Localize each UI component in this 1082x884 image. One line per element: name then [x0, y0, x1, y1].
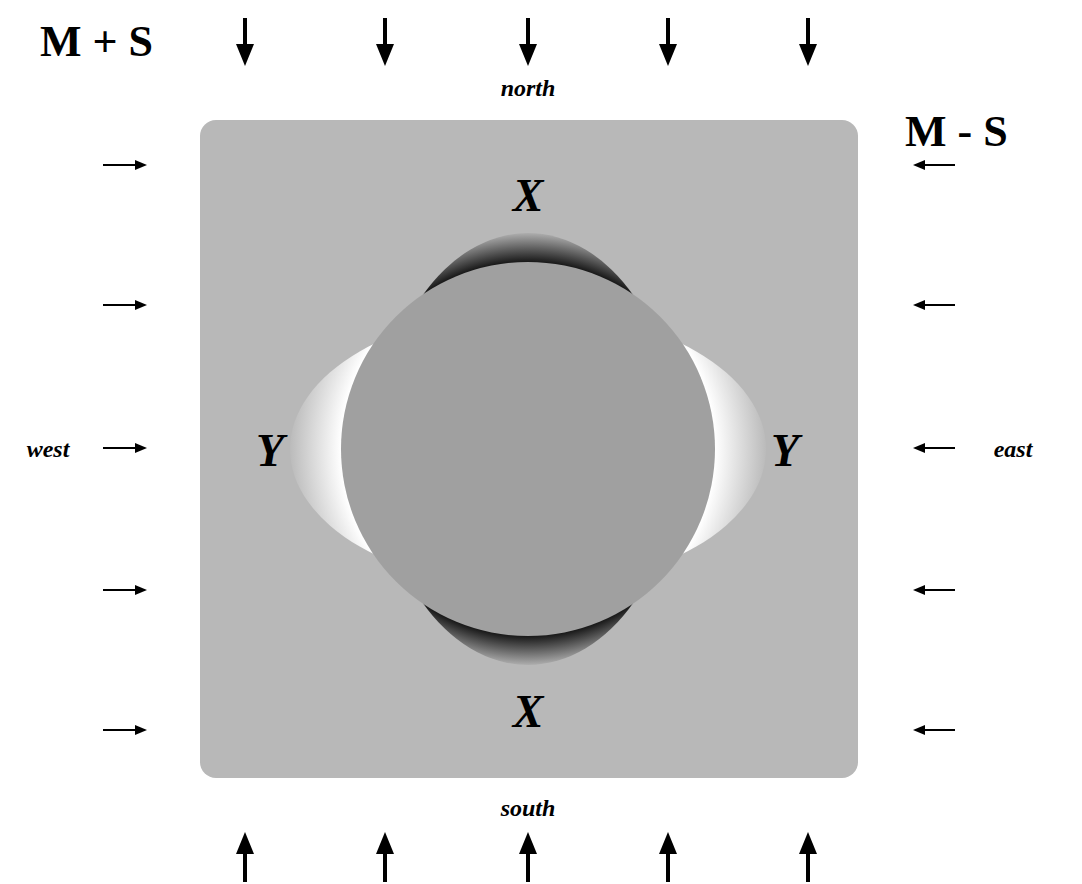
- stress-arrow-head: [236, 44, 254, 66]
- stress-arrow-head: [913, 585, 925, 595]
- stress-arrow-head: [236, 832, 254, 854]
- stress-arrow-shaft: [243, 854, 247, 882]
- stress-arrow-head: [376, 44, 394, 66]
- stress-arrow-shaft: [103, 304, 135, 306]
- stress-arrow-head: [659, 44, 677, 66]
- stress-arrow-shaft: [103, 589, 135, 591]
- stress-arrow-head: [913, 300, 925, 310]
- stress-arrow-head: [799, 44, 817, 66]
- stress-arrow-shaft: [243, 18, 247, 44]
- stress-arrow-head: [799, 832, 817, 854]
- stress-arrow-shaft: [806, 854, 810, 882]
- stress-arrow-head: [135, 300, 147, 310]
- stress-arrow-shaft: [103, 164, 135, 166]
- stress-arrow-shaft: [383, 854, 387, 882]
- stress-label: Y: [771, 428, 799, 474]
- stress-arrow-shaft: [103, 447, 135, 449]
- stress-arrow-head: [376, 832, 394, 854]
- stress-arrow-shaft: [806, 18, 810, 44]
- stress-arrow-shaft: [925, 589, 955, 591]
- stress-arrow-head: [135, 443, 147, 453]
- stress-arrow-head: [519, 832, 537, 854]
- stress-arrow-head: [519, 44, 537, 66]
- stress-label: M - S: [905, 110, 1008, 154]
- stress-arrow-shaft: [526, 18, 530, 44]
- stress-arrow-shaft: [383, 18, 387, 44]
- direction-label: north: [501, 76, 556, 100]
- stress-label: X: [513, 689, 544, 735]
- stress-arrow-shaft: [666, 854, 670, 882]
- stress-arrow-shaft: [925, 729, 955, 731]
- stress-label: Y: [256, 428, 284, 474]
- stress-label: X: [513, 173, 544, 219]
- borehole: [341, 262, 715, 636]
- stress-arrow-head: [913, 725, 925, 735]
- stress-arrow-shaft: [925, 304, 955, 306]
- stress-arrow-head: [913, 160, 925, 170]
- stress-arrow-shaft: [925, 447, 955, 449]
- stress-arrow-shaft: [666, 18, 670, 44]
- stress-arrows: [103, 18, 955, 882]
- stress-arrow-head: [659, 832, 677, 854]
- stress-arrow-head: [913, 443, 925, 453]
- stress-arrow-head: [135, 160, 147, 170]
- stress-arrow-head: [135, 585, 147, 595]
- stress-arrow-head: [135, 725, 147, 735]
- stress-label: M + S: [40, 20, 153, 64]
- stress-arrow-shaft: [925, 164, 955, 166]
- stress-arrow-shaft: [103, 729, 135, 731]
- direction-label: east: [994, 437, 1033, 461]
- direction-label: south: [501, 796, 556, 820]
- direction-label: west: [27, 437, 70, 461]
- stress-arrow-shaft: [526, 854, 530, 882]
- rock-block: [200, 120, 858, 778]
